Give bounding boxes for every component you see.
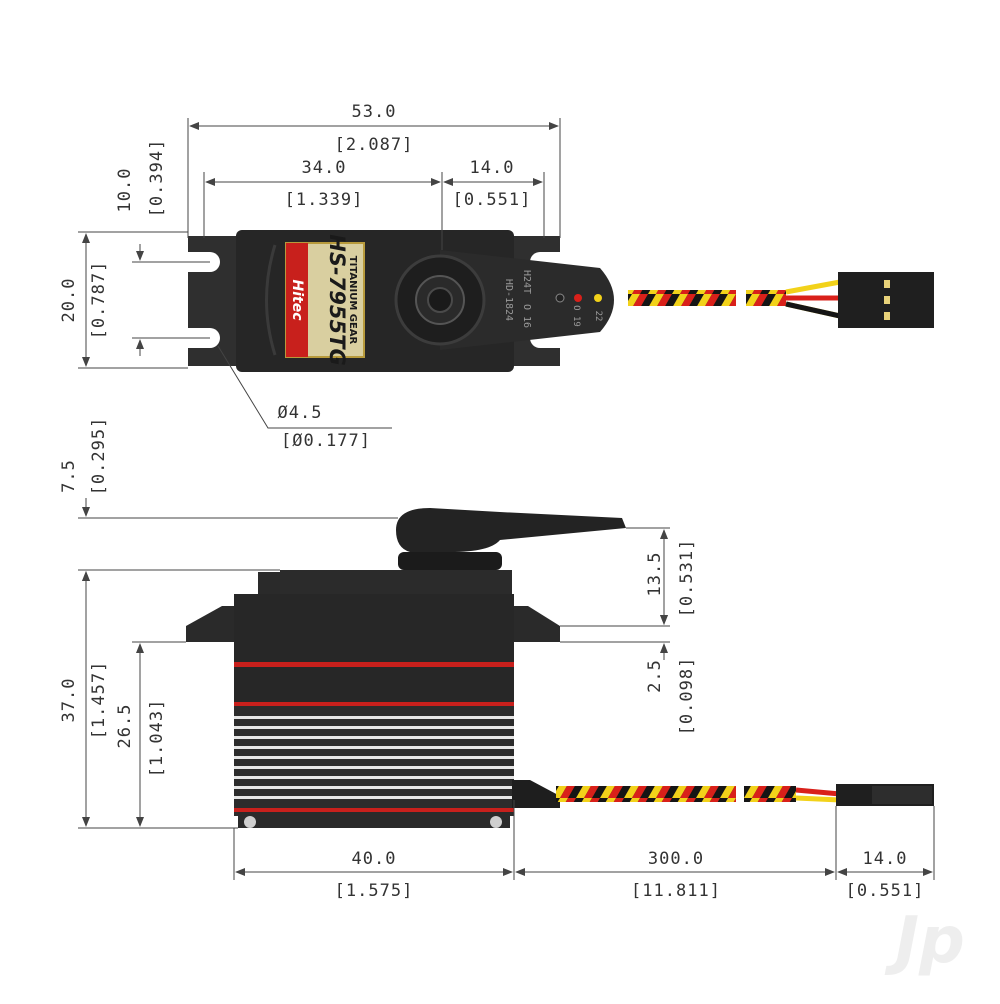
top-connector-pin-2 [884, 296, 890, 304]
horn-text-2: H24T [521, 270, 532, 294]
horn-hole-16 [555, 293, 565, 303]
top-connector-pin-3 [884, 312, 890, 320]
dim-ear-length-in: [0.394] [147, 139, 167, 218]
watermark-logo: Jp [884, 904, 965, 978]
dim-body-length-in: [1.339] [285, 190, 364, 210]
dim-connector-length-mm: 14.0 [863, 849, 908, 869]
horn-text-4: O 19 [571, 305, 581, 327]
side-wire-red-lead [795, 787, 841, 797]
dim-lead-length-mm: 300.0 [648, 849, 704, 869]
side-connector-tab [872, 786, 932, 804]
top-case-bulge [265, 244, 277, 356]
side-view-dim-labels: 7.5 [0.295] 37.0 [1.457] 26.5 [1.043] 13… [59, 417, 925, 901]
label-model-text: HS-7955TG [325, 234, 349, 365]
side-top-cap-left [258, 572, 282, 596]
dim-body-length-mm: 34.0 [302, 158, 347, 178]
top-label-subtitle-group: TITANIUM GEAR [347, 256, 358, 345]
top-output-horn [440, 250, 614, 350]
horn-text-1: HD-1824 [503, 279, 514, 321]
side-flange-left [186, 606, 238, 642]
side-wire-grommet [512, 780, 560, 808]
side-case-stripe-bottom [234, 808, 514, 812]
dim-hole-diameter-mm: Ø4.5 [278, 403, 323, 423]
dim-flange-height-in: [1.043] [147, 699, 167, 778]
side-view-dimensions [78, 498, 935, 880]
dim-top-to-flange-mm: 13.5 [645, 552, 665, 597]
horn-text-group-1: HD-1824 [503, 279, 514, 321]
side-view [186, 508, 934, 828]
dim-case-length-mm: 40.0 [352, 849, 397, 869]
horn-hole-19 [574, 294, 582, 302]
dim-shaft-offset-mm: 14.0 [470, 158, 515, 178]
dim-total-height-in: [1.457] [89, 661, 109, 740]
label-brand-text: Hitec [289, 279, 305, 321]
horn-text-group-2: H24T [521, 270, 532, 294]
dim-overall-width-mm: 53.0 [352, 102, 397, 122]
horn-text-group-3: O 16 [521, 304, 532, 328]
side-screw-left [244, 816, 256, 828]
top-wire-twisted [628, 290, 736, 306]
horn-text-group-5: 22 [593, 311, 603, 322]
top-label-red-band [286, 243, 308, 357]
label-subtitle-text: TITANIUM GEAR [347, 256, 358, 345]
side-bottom-cap [238, 812, 510, 828]
top-wire-fanout-black [785, 301, 841, 319]
dim-horn-height-in: [0.295] [89, 417, 109, 496]
side-wire-yellow-lead [795, 795, 841, 803]
top-connector-pin-1 [884, 280, 890, 288]
horn-hole-22 [594, 294, 602, 302]
watermark-logo-text: Jp [884, 904, 965, 978]
dim-total-height-mm: 37.0 [59, 678, 79, 723]
side-case-stripe-top [234, 662, 514, 667]
dim-flange-thickness-mm: 2.5 [645, 659, 665, 693]
top-view-dimensions [78, 118, 561, 429]
dim-hole-spacing-mm: 20.0 [59, 278, 79, 323]
horn-text-5: 22 [593, 311, 603, 322]
horn-text-group-4: O 19 [571, 305, 581, 327]
leader-hole-diameter [217, 345, 392, 429]
side-heat-sink-fins [234, 716, 514, 799]
dim-case-length-in: [1.575] [335, 881, 414, 901]
side-screw-right [490, 816, 502, 828]
horn-text-3: O 16 [521, 304, 532, 328]
side-flange-right [510, 606, 560, 642]
dim-lead-length-in: [11.811] [631, 881, 721, 901]
side-top-cap [280, 570, 512, 596]
side-heat-sink [234, 706, 514, 816]
dim-ear-length-mm: 10.0 [115, 168, 135, 213]
dim-hole-diameter-in: [Ø0.177] [281, 431, 371, 451]
top-label-brand-group: Hitec [289, 279, 305, 321]
top-view-dim-labels: 53.0 [2.087] 34.0 [1.339] 14.0 [0.551] 1… [59, 102, 532, 451]
side-output-horn [396, 508, 626, 552]
top-label-model-group: HS-7955TG [325, 234, 349, 365]
side-spline-collar [398, 552, 502, 570]
side-wire-twisted [556, 786, 736, 802]
dim-flange-thickness-in: [0.098] [677, 657, 697, 736]
side-case-upper [234, 594, 514, 704]
dim-shaft-offset-in: [0.551] [453, 190, 532, 210]
top-output-spline-inner [427, 287, 453, 313]
dim-connector-length-in: [0.551] [846, 881, 925, 901]
dim-hole-spacing-in: [0.787] [89, 261, 109, 340]
dim-flange-height-mm: 26.5 [115, 704, 135, 749]
dim-top-to-flange-in: [0.531] [677, 539, 697, 618]
side-wire-twisted-end [744, 786, 796, 802]
dim-overall-width-in: [2.087] [335, 135, 414, 155]
top-wire-twisted-end [746, 290, 786, 306]
top-view: Hitec HS-7955TG TITANIUM GEAR HD-1824 H2… [188, 230, 934, 372]
side-case-stripe-mid [234, 702, 514, 706]
dim-horn-height-mm: 7.5 [59, 459, 79, 493]
